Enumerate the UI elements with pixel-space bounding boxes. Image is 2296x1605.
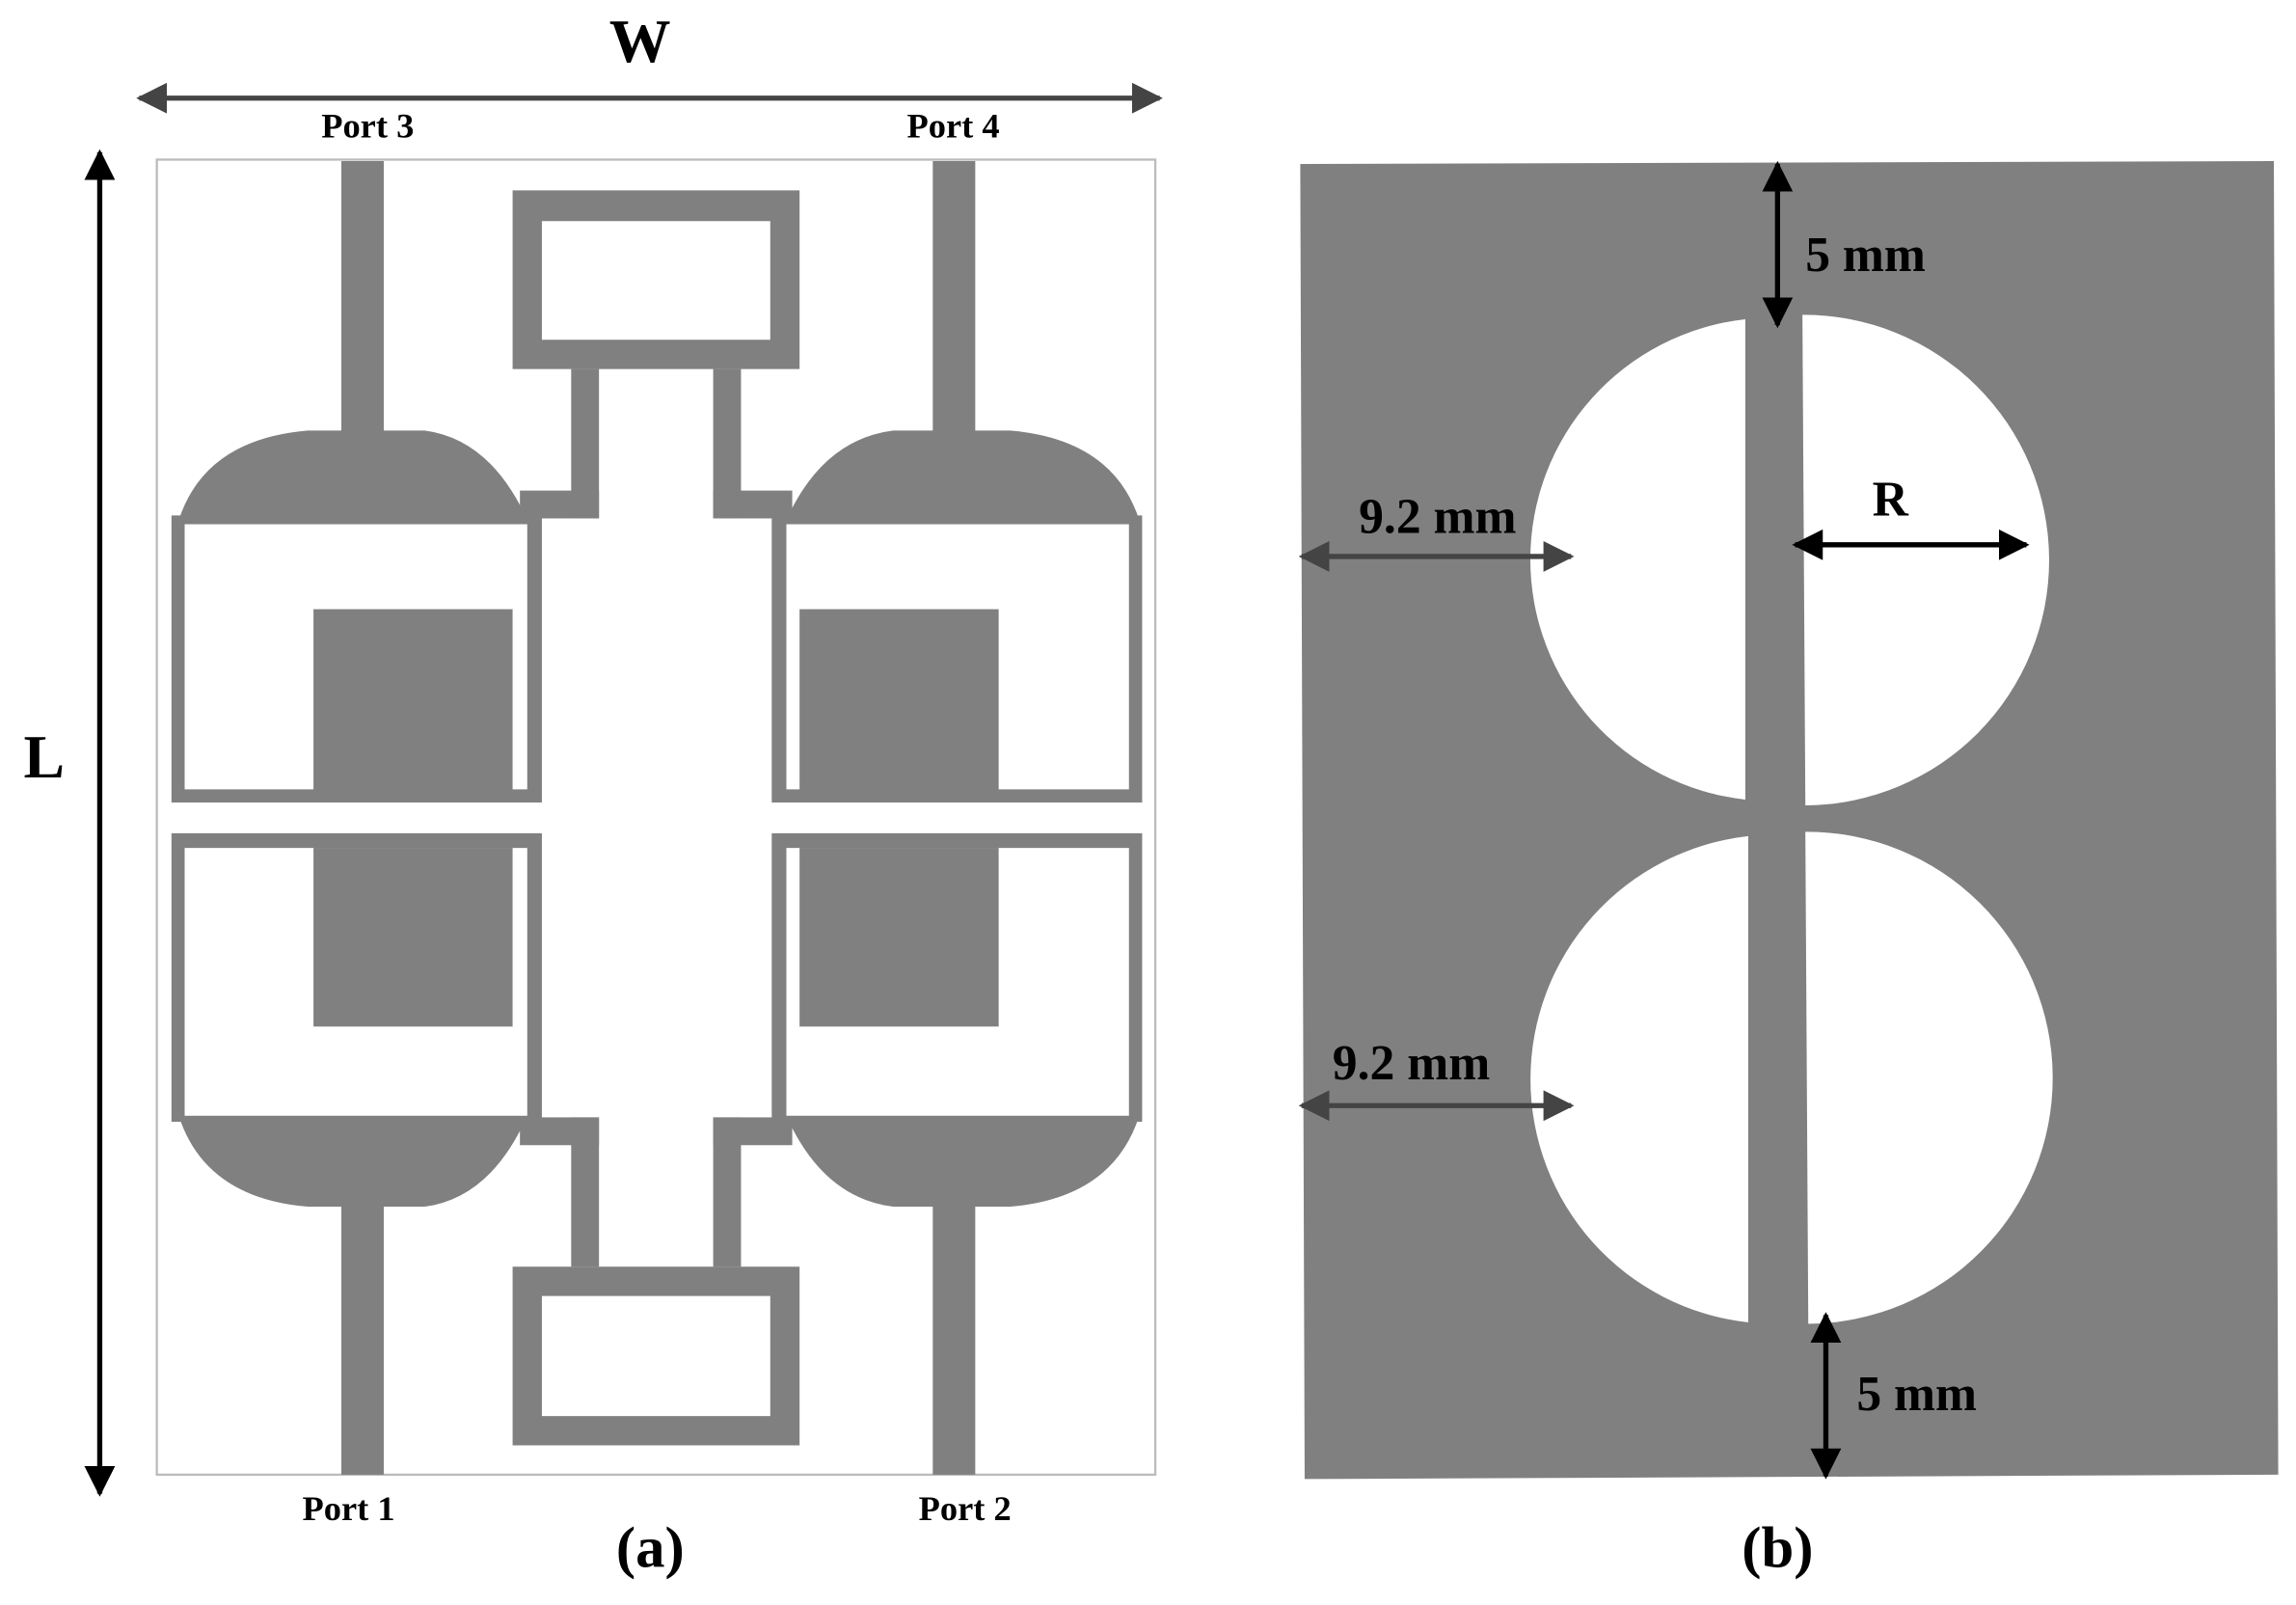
feed-line-port3 <box>340 161 384 434</box>
decoupling-loop-bottom <box>512 1266 800 1446</box>
left-gap-bottom-label: 9.2 mm <box>1333 1036 1490 1091</box>
cap-top-right <box>786 430 1140 520</box>
stub-top-right-horizontal <box>713 490 793 519</box>
width-label: W <box>609 7 671 75</box>
substrate-outline <box>155 158 1157 1477</box>
panel-a-caption: (a) <box>616 1516 685 1581</box>
square-patch-top-right <box>799 609 999 791</box>
square-patch-bottom-left <box>313 848 513 1027</box>
radius-label: R <box>1873 472 1909 527</box>
panel-b: 5 mm 5 mm 9.2 mm 9.2 mm R (b) <box>1298 160 2279 1581</box>
square-patch-top-left <box>313 609 513 791</box>
left-gap-top-label: 9.2 mm <box>1359 490 1516 545</box>
decoupling-loop-top <box>512 190 800 369</box>
ground-plane <box>1300 161 2279 1480</box>
port4-label: Port 4 <box>907 107 1000 146</box>
panel-b-caption: (b) <box>1742 1516 1813 1581</box>
feed-line-port4 <box>932 161 976 434</box>
stub-bottom-left-horizontal <box>520 1117 600 1146</box>
stub-top-left-horizontal <box>520 490 600 519</box>
bottom-gap-label: 5 mm <box>1856 1367 1977 1422</box>
cap-top-left <box>178 430 527 520</box>
feed-line-port2 <box>932 1204 976 1475</box>
top-gap-label: 5 mm <box>1805 228 1926 283</box>
cap-bottom-right <box>786 1115 1140 1208</box>
feed-line-port1 <box>340 1204 384 1475</box>
panel-a: W L Port 3 Port 4 Port 1 Port 2 (a) <box>23 7 1163 1581</box>
square-patch-bottom-right <box>799 848 999 1027</box>
feed-network <box>171 161 1143 1475</box>
length-label: L <box>23 722 65 791</box>
port1-label: Port 1 <box>302 1489 394 1528</box>
cap-bottom-left <box>178 1115 527 1208</box>
stub-bottom-right-horizontal <box>713 1117 793 1146</box>
port3-label: Port 3 <box>321 107 414 146</box>
port2-label: Port 2 <box>919 1489 1012 1528</box>
